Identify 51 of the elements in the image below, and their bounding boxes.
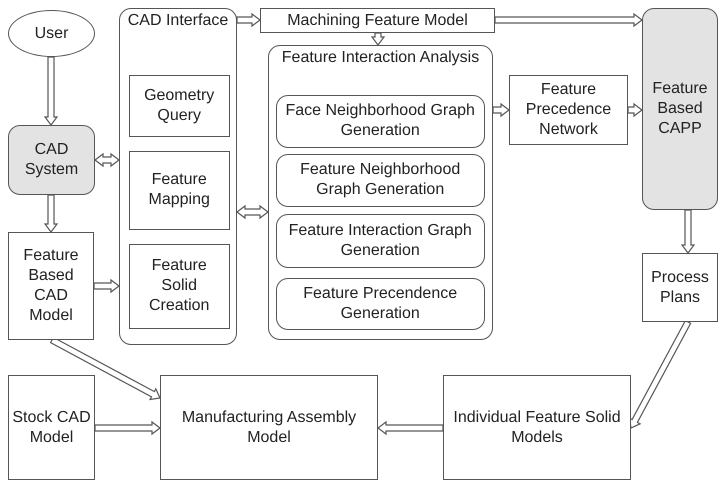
block-arrow xyxy=(377,420,444,436)
block-arrow xyxy=(236,12,261,28)
node-label: Feature Based CAPP xyxy=(651,79,709,139)
group-container xyxy=(268,45,493,340)
node-label: Face Neighborhood Graph Generation xyxy=(284,101,476,142)
process-box xyxy=(128,244,230,329)
node-label: Feature Precendence Generation xyxy=(302,284,458,324)
block-arrow xyxy=(628,320,692,429)
group-title: Feature Interaction Analysis xyxy=(280,48,480,68)
block-arrow xyxy=(680,209,696,254)
process-box xyxy=(443,375,631,480)
block-arrow xyxy=(236,204,269,220)
node-label: Feature Precedence Network xyxy=(524,80,612,140)
node-label: Stock CAD Model xyxy=(11,408,92,448)
process-box xyxy=(8,375,95,480)
process-step-box xyxy=(276,214,485,268)
system-box xyxy=(8,125,95,195)
block-arrow xyxy=(627,102,643,118)
node-label: Manufacturing Assembly Model xyxy=(180,408,358,448)
group-title: CAD Interface xyxy=(126,11,230,31)
block-arrow xyxy=(93,278,120,294)
block-arrow xyxy=(44,56,58,126)
block-arrow xyxy=(44,194,58,233)
node-label: Geometry Query xyxy=(143,86,216,126)
node-label: Machining Feature Model xyxy=(286,10,469,30)
node-label: Process Plans xyxy=(650,268,710,308)
process-step-box xyxy=(276,154,485,207)
node-label: CAD System xyxy=(24,140,80,180)
node-label: Individual Feature Solid Models xyxy=(452,408,622,448)
node-label: Feature Mapping xyxy=(148,170,211,210)
process-box xyxy=(128,74,230,137)
process-step-box xyxy=(276,278,485,330)
group-container xyxy=(119,8,237,345)
node-label: Feature Neighborhood Graph Generation xyxy=(299,160,462,200)
node-label: User xyxy=(34,24,70,44)
process-box xyxy=(260,8,495,33)
process-box xyxy=(642,253,718,322)
node-label: Feature Interaction Graph Generation xyxy=(288,220,473,261)
process-step-box xyxy=(276,94,485,148)
system-box xyxy=(642,8,718,210)
block-arrow xyxy=(94,420,161,436)
node-label: Feature Based CAD Model xyxy=(22,246,80,326)
node-label: Feature Solid Creation xyxy=(148,256,210,316)
process-box xyxy=(128,150,230,230)
process-box xyxy=(160,375,378,480)
block-arrow xyxy=(494,12,643,28)
process-box xyxy=(8,232,94,340)
block-arrow xyxy=(492,102,510,118)
block-arrow xyxy=(94,152,120,168)
process-box xyxy=(509,75,628,145)
block-arrow xyxy=(370,32,386,46)
